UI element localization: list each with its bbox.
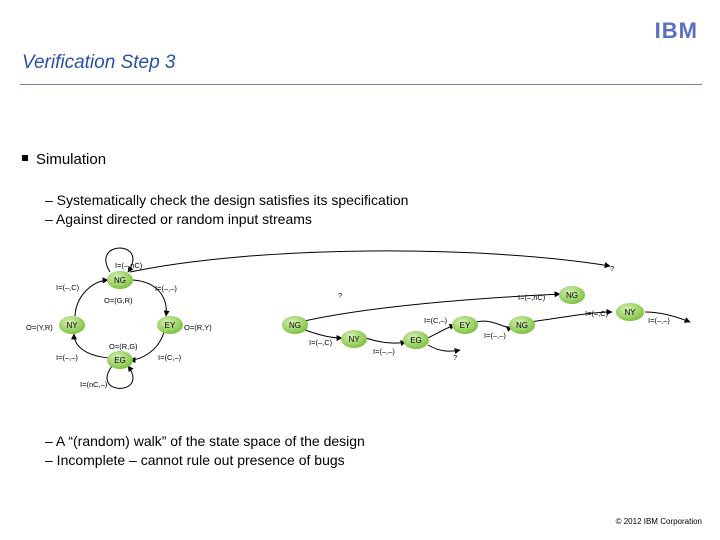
state-ey-label: EY [165,321,176,330]
walk-label-q1: ? [610,264,614,273]
walk-node-ng-3-label: NG [566,291,578,300]
walk-edge-c [427,323,456,339]
walk-edge-e [474,320,513,332]
walk-node-ng-1 [282,316,308,334]
sub-bullet-1: – Systematically check the design satisf… [45,192,409,208]
walk-node-ny-2-label: NY [624,308,636,317]
state-ey [157,316,183,334]
walk-node-ny-1 [341,330,367,348]
label-ey-out: O=(R,Y) [184,323,212,332]
label-ny-out: O=(Y,R) [26,323,53,332]
sub-bullet-4: – Incomplete – cannot rule out presence … [45,452,345,468]
state-ny-label: NY [66,321,78,330]
fsm-left-labels: I=(–,nC) I=(–,C) I=(–,–) O=(G,R) O=(Y,R)… [26,261,212,389]
walk-node-ng-2-label: NG [516,321,528,330]
copyright-footer: © 2012 IBM Corporation [615,517,702,526]
label-ng-self: I=(–,C) [56,283,80,292]
label-eg-bottom: I=(nC,–) [80,380,108,389]
edge-eg-ny [71,333,111,359]
walk-node-ng-2 [509,316,535,334]
walk-label-q3: ? [453,353,457,362]
square-bullet-icon [22,155,28,162]
state-ny [59,316,85,334]
walk-label-d: I=(–,nC) [518,293,546,302]
walk-label-e: I=(–,–) [484,331,506,340]
title-divider [20,84,702,85]
walk-edge-f [529,309,613,323]
slide-title: Verification Step 3 [22,52,176,73]
label-ng-out: O=(G,R) [104,296,133,305]
walk-node-ng-1-label: NG [289,321,301,330]
state-ng-label: NG [114,276,126,285]
walk-node-ny-1-label: NY [348,335,360,344]
sub-bullet-3: – A “(random) walk” of the state space o… [45,433,365,449]
label-ng-top: I=(–,nC) [115,261,143,270]
state-eg-label: EG [114,356,126,365]
walk-label-f: I=(–,C) [585,309,609,318]
walk-edge-b [365,337,407,346]
eg-self-loop [106,365,134,389]
walk-label-b: I=(–,–) [373,347,395,356]
walk-node-ey [452,316,478,334]
walk-node-eg-label: EG [410,336,422,345]
bullet-simulation: Simulation [22,151,106,168]
edge-ny-ng [74,277,109,317]
label-ng-to-ey: I=(–,–) [155,284,177,293]
walk-label-q2: ? [338,291,342,300]
walk-node-ny-2 [616,303,644,321]
label-ny-out-b: O=(R,G) [109,342,138,351]
sub-bullet-2: – Against directed or random input strea… [45,211,312,227]
state-eg [107,351,133,369]
label-eg-self: I=(–,–) [56,353,78,362]
walk-node-ng-3 [559,286,585,304]
walk-edge-a [304,329,343,341]
walk-label-a: I=(–,C) [309,338,333,347]
state-ng [107,271,133,289]
walk-edge-g [644,311,691,323]
walk-label-g: I=(–,–) [648,316,670,325]
edge-ng-ey [132,279,170,317]
walk-nodes: NG NY EG EY NG NG NY [282,286,644,349]
ng-self-loop [105,247,134,273]
label-eg-to-ey: I=(C,–) [158,353,182,362]
walk-edge-q1 [129,250,611,273]
walk-edge-q2 [299,291,561,323]
walk-edge-q3 [427,344,461,354]
walk-node-eg [403,331,429,349]
ibm-logo: IBM [654,18,698,43]
bullet-text: Simulation [36,151,107,168]
walk-labels: ? ? ? I=(–,C) I=(–,–) I=(C,–) I=(–,nC) I… [309,264,670,362]
walk-node-ey-label: EY [460,321,471,330]
walk-label-c: I=(C,–) [424,316,448,325]
